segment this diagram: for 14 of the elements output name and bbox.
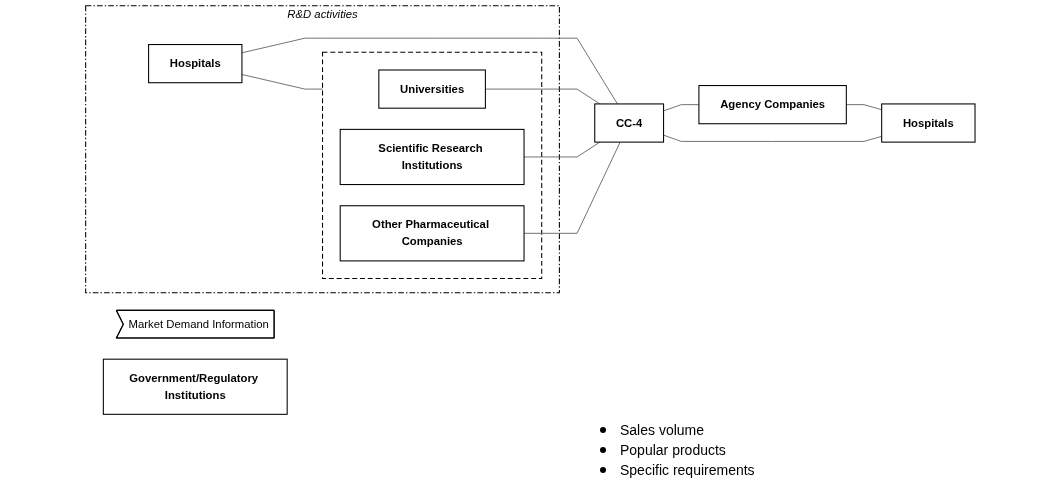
node-box: Hospitals xyxy=(148,44,243,84)
node-box: CC-4 xyxy=(594,103,665,143)
list-item-text: Popular products xyxy=(620,441,726,460)
cluster xyxy=(322,51,543,280)
node-box: Scientific Research Institutions xyxy=(339,128,525,186)
node-box: Universities xyxy=(378,69,487,109)
connector xyxy=(663,104,700,112)
node-box: Agency Companies xyxy=(698,85,847,125)
list-item-text: Sales volume xyxy=(620,421,705,440)
node-box: Government/Regulatory Institutions xyxy=(102,358,288,415)
node-box: Other Pharmaceutical Companies xyxy=(339,205,525,262)
list-item-text: Specific requirements xyxy=(620,461,755,480)
node-box: Hospitals xyxy=(881,103,976,143)
connector xyxy=(485,88,601,105)
